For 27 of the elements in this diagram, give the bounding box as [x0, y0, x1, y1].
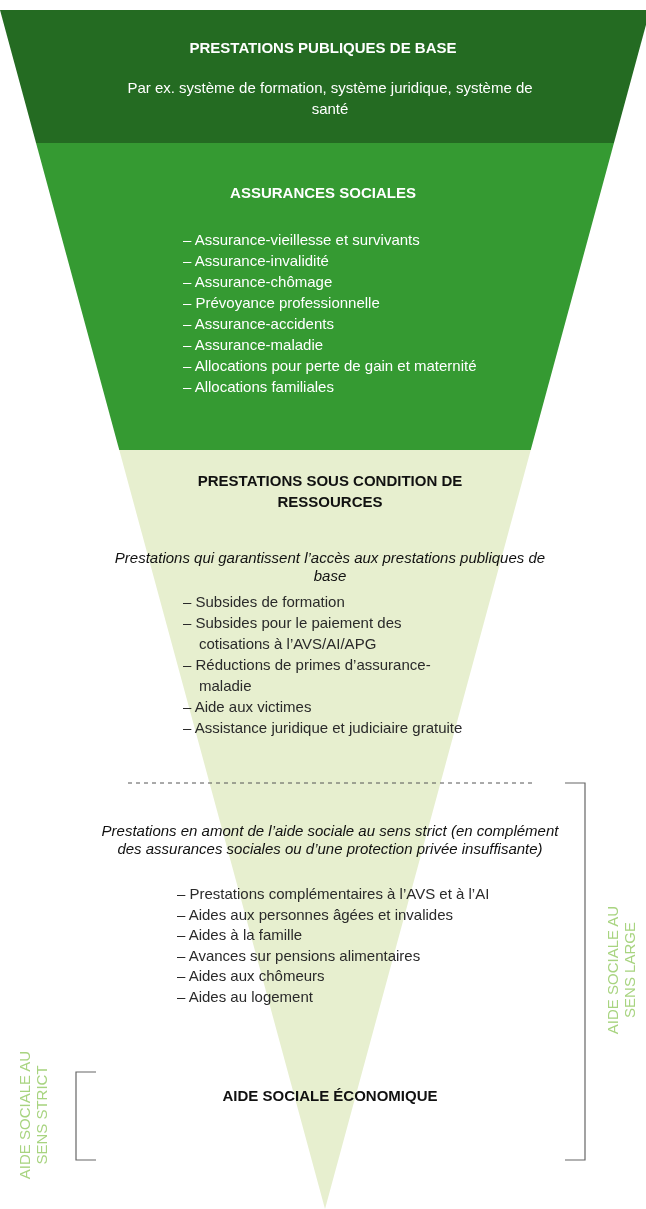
list-item: – Avances sur pensions alimentaires — [177, 945, 422, 966]
list-item: – Subsides pour le paiement des cotisations à l’AVS/AI/APG — [183, 613, 403, 654]
vertical-label: AIDE SOCIALE AU SENS LARGE — [604, 904, 638, 1037]
list-item: – Prévoyance professionnelle — [183, 293, 381, 313]
list-item: – Aides au logement — [177, 987, 314, 1007]
list-item: – Assistance juridique et judiciaire gratuite — [183, 718, 464, 738]
list-item: – Assurance-vieillesse et survivants — [183, 230, 421, 250]
list-item: – Assurance-maladie — [183, 335, 325, 355]
list-item: – Assurance-invalidité — [183, 251, 330, 271]
list-item: – Aides aux chômeurs — [177, 966, 326, 987]
list-item: – Réductions de primes d’assurance-maladie — [183, 655, 432, 696]
list-item: – Subsides de formation — [183, 592, 346, 612]
list-item: – Allocations pour perte de gain et maternité — [183, 356, 478, 376]
description-text: Par ex. système de formation, système juridique, système de santé — [126, 78, 534, 119]
italic-subheading: Prestations qui garantissent l’accès aux prestations publiques de base — [113, 549, 547, 585]
list-item: – Aides aux personnes âgées et invalides — [177, 904, 455, 925]
list-item: – Aide aux victimes — [183, 697, 313, 717]
section-heading: PRESTATIONS SOUS CONDITION DE RESSOURCES — [196, 471, 464, 512]
vertical-label: AIDE SOCIALE AU SENS STRICT — [16, 1049, 50, 1182]
list-item: – Allocations familiales — [183, 377, 335, 397]
list-item: – Assurance-chômage — [183, 272, 334, 292]
section-heading: ASSURANCES SOCIALES — [229, 183, 417, 203]
italic-subheading: Prestations en amont de l’aide sociale au sens strict (en complément des assurances sociales ou d’une protection privée insuffisante) — [100, 822, 560, 858]
section-heading: PRESTATIONS PUBLIQUES DE BASE — [188, 38, 458, 58]
list-item: – Aides à la famille — [177, 925, 304, 946]
list-item: – Assurance-accidents — [183, 314, 335, 334]
list-item: – Prestations complémentaires à l’AVS et à l’AI — [177, 884, 491, 904]
